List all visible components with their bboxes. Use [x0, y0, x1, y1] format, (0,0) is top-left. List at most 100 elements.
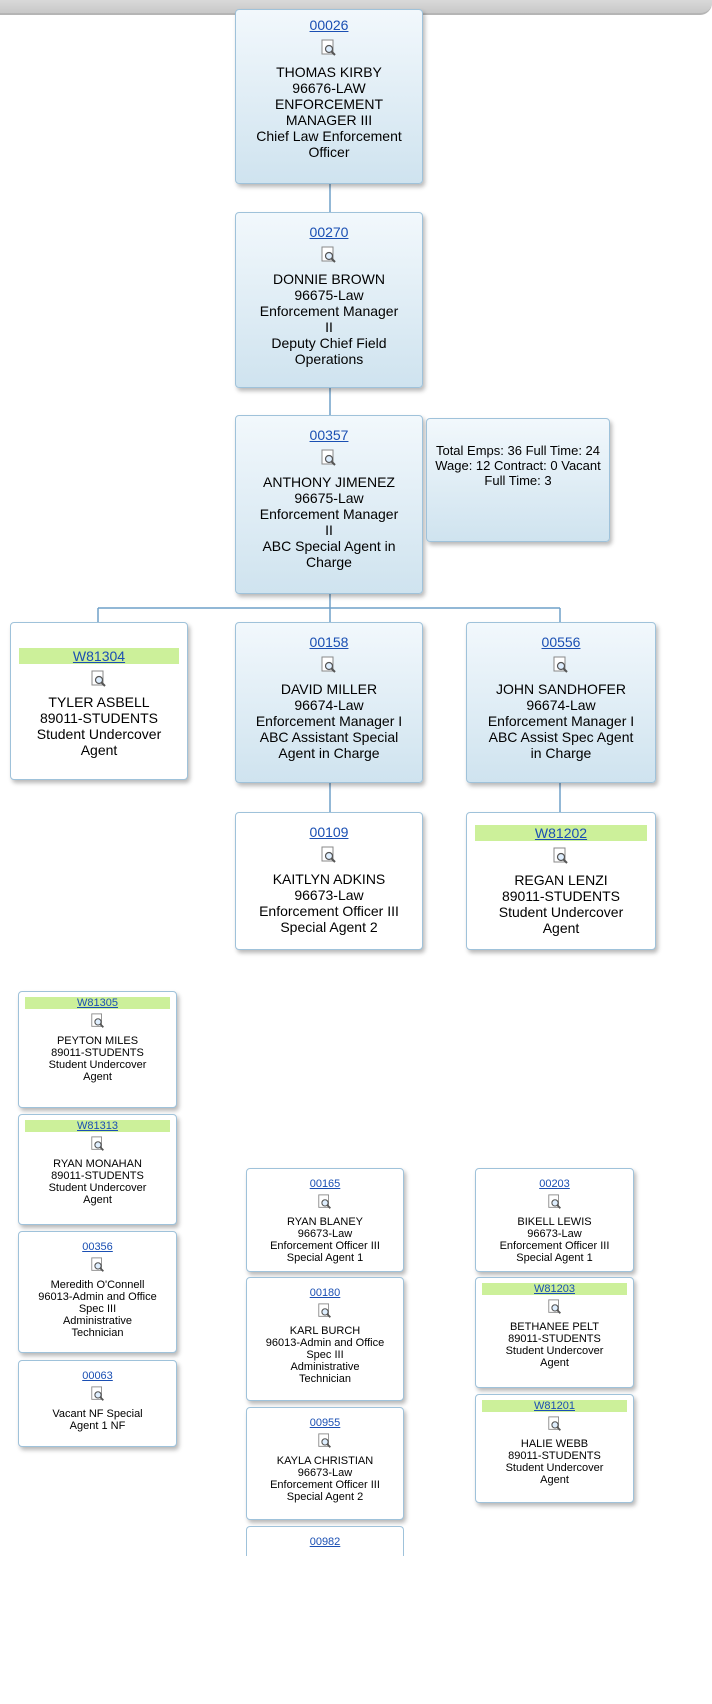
working-title: Agent [83, 1071, 112, 1083]
working-title: Technician [71, 1327, 124, 1339]
working-title: Technician [299, 1373, 351, 1385]
org-node-w81203[interactable]: W81203 BETHANEE PELT 89011-STUDENTS Stud… [475, 1277, 634, 1388]
magnifier-icon[interactable] [320, 846, 338, 867]
position-code-link[interactable]: 00982 [309, 1536, 341, 1548]
vacancy-title: Agent 1 NF [69, 1420, 126, 1432]
org-node-00982[interactable]: 00982 [246, 1526, 404, 1556]
employee-name: PEYTON MILES [56, 1035, 139, 1047]
job-class: 96673-Law [297, 1467, 353, 1479]
magnifier-icon[interactable] [90, 1013, 106, 1032]
magnifier-icon[interactable] [90, 1386, 106, 1405]
working-title: Agent [540, 1474, 569, 1486]
magnifier-icon[interactable] [547, 1416, 563, 1435]
working-title: Operations [294, 351, 364, 367]
working-title: Agent [83, 1194, 112, 1206]
employee-name: ANTHONY JIMENEZ [263, 474, 395, 490]
org-node-w81202[interactable]: W81202 REGAN LENZI 89011-STUDENTS Studen… [466, 812, 656, 950]
org-node-w81305[interactable]: W81305 PEYTON MILES 89011-STUDENTS Stude… [18, 991, 177, 1108]
employee-name: Meredith O'Connell [50, 1279, 145, 1291]
employee-stats-box: Total Emps: 36 Full Time: 24 Wage: 12 Co… [426, 418, 610, 542]
org-node-00063[interactable]: 00063 Vacant NF Special Agent 1 NF [18, 1360, 177, 1447]
position-code-link[interactable]: 00270 [309, 224, 349, 240]
magnifier-icon[interactable] [552, 656, 570, 677]
working-title: ABC Assistant Special [259, 729, 399, 745]
position-code-link[interactable]: 00180 [309, 1287, 341, 1299]
working-title: Special Agent 1 [516, 1252, 593, 1264]
job-class: 96673-Law [294, 887, 364, 903]
employee-name: KAYLA CHRISTIAN [276, 1455, 374, 1467]
employee-name: TYLER ASBELL [48, 694, 150, 710]
job-class: Enforcement Officer III [270, 1240, 380, 1252]
magnifier-icon[interactable] [317, 1303, 333, 1322]
magnifier-icon[interactable] [90, 670, 108, 691]
job-class: Enforcement Officer III [499, 1240, 610, 1252]
org-node-w81304[interactable]: W81304 TYLER ASBELL 89011-STUDENTS Stude… [10, 622, 188, 780]
job-class: II [325, 522, 333, 538]
magnifier-icon[interactable] [320, 656, 338, 677]
employee-name: DONNIE BROWN [273, 271, 385, 287]
working-title: Student Undercover [48, 1059, 147, 1071]
working-title: Special Agent 2 [286, 1491, 364, 1503]
job-class: 89011-STUDENTS [51, 1170, 144, 1182]
working-title: in Charge [530, 745, 592, 761]
org-node-00109[interactable]: 00109 KAITLYN ADKINS 96673-Law Enforceme… [235, 812, 423, 950]
position-code-link[interactable]: 00556 [541, 634, 581, 650]
position-code-link[interactable]: W81305 [25, 997, 170, 1009]
position-code-link[interactable]: W81313 [25, 1120, 170, 1132]
org-node-00556[interactable]: 00556 JOHN SANDHOFER 96674-Law Enforceme… [466, 622, 656, 783]
position-code-link[interactable]: 00165 [309, 1178, 341, 1190]
position-code-link[interactable]: 00357 [309, 427, 349, 443]
job-class: 96674-Law [294, 697, 364, 713]
magnifier-icon[interactable] [547, 1194, 563, 1213]
org-node-00165[interactable]: 00165 RYAN BLANEY 96673-Law Enforcement … [246, 1168, 404, 1272]
job-class: II [325, 319, 333, 335]
org-node-w81201[interactable]: W81201 HALIE WEBB 89011-STUDENTS Student… [475, 1394, 634, 1503]
position-code-link[interactable]: 00026 [309, 17, 349, 33]
magnifier-icon[interactable] [90, 1257, 106, 1276]
job-class: 89011-STUDENTS [39, 710, 158, 726]
working-title: Student Undercover [505, 1462, 604, 1474]
magnifier-icon[interactable] [547, 1299, 563, 1318]
working-title: Special Agent 1 [286, 1252, 364, 1264]
org-node-00203[interactable]: 00203 BIKELL LEWIS 96673-Law Enforcement… [475, 1168, 634, 1272]
magnifier-icon[interactable] [320, 246, 338, 267]
magnifier-icon[interactable] [320, 39, 338, 60]
org-node-00357[interactable]: 00357 ANTHONY JIMENEZ 96675-Law Enforcem… [235, 415, 423, 594]
position-code-link[interactable]: 00356 [82, 1241, 113, 1253]
job-class: MANAGER III [285, 112, 373, 128]
magnifier-icon[interactable] [90, 1136, 106, 1155]
position-code-link[interactable]: 00955 [309, 1417, 341, 1429]
job-class: Enforcement Officer III [259, 903, 399, 919]
job-class: 96675-Law [294, 287, 364, 303]
position-code-link[interactable]: 00109 [309, 824, 349, 840]
position-code-link[interactable]: 00203 [539, 1178, 570, 1190]
position-code-link[interactable]: 00158 [309, 634, 349, 650]
position-code-link[interactable]: W81201 [482, 1400, 627, 1412]
job-class: 96673-Law [527, 1228, 582, 1240]
job-class: Spec III [78, 1303, 117, 1315]
position-code-link[interactable]: 00063 [82, 1370, 113, 1382]
org-node-00026[interactable]: 00026 THOMAS KIRBY 96676-LAW ENFORCEMENT… [235, 9, 423, 184]
org-node-00180[interactable]: 00180 KARL BURCH 96013-Admin and Office … [246, 1277, 404, 1401]
stat-wage: Wage: 12 [435, 458, 491, 473]
magnifier-icon[interactable] [317, 1194, 333, 1213]
magnifier-icon[interactable] [552, 847, 570, 868]
magnifier-icon[interactable] [320, 449, 338, 470]
org-node-00158[interactable]: 00158 DAVID MILLER 96674-Law Enforcement… [235, 622, 423, 783]
org-node-00356[interactable]: 00356 Meredith O'Connell 96013-Admin and… [18, 1231, 177, 1353]
employee-name: DAVID MILLER [280, 681, 378, 697]
position-code-link[interactable]: W81202 [475, 825, 647, 841]
org-node-00270[interactable]: 00270 DONNIE BROWN 96675-Law Enforcement… [235, 212, 423, 388]
working-title: Chief Law Enforcement [256, 128, 402, 144]
org-node-00955[interactable]: 00955 KAYLA CHRISTIAN 96673-Law Enforcem… [246, 1407, 404, 1520]
position-code-link[interactable]: W81203 [482, 1283, 627, 1295]
job-class: Enforcement Officer III [270, 1479, 380, 1491]
magnifier-icon[interactable] [317, 1433, 333, 1452]
working-title: Officer [308, 144, 350, 160]
working-title: ABC Assist Spec Agent [488, 729, 634, 745]
working-title: Student Undercover [498, 904, 624, 920]
org-node-w81313[interactable]: W81313 RYAN MONAHAN 89011-STUDENTS Stude… [18, 1114, 177, 1225]
job-class: Enforcement Manager I [255, 713, 403, 729]
position-code-link[interactable]: W81304 [19, 648, 179, 664]
employee-name: BIKELL LEWIS [517, 1216, 592, 1228]
